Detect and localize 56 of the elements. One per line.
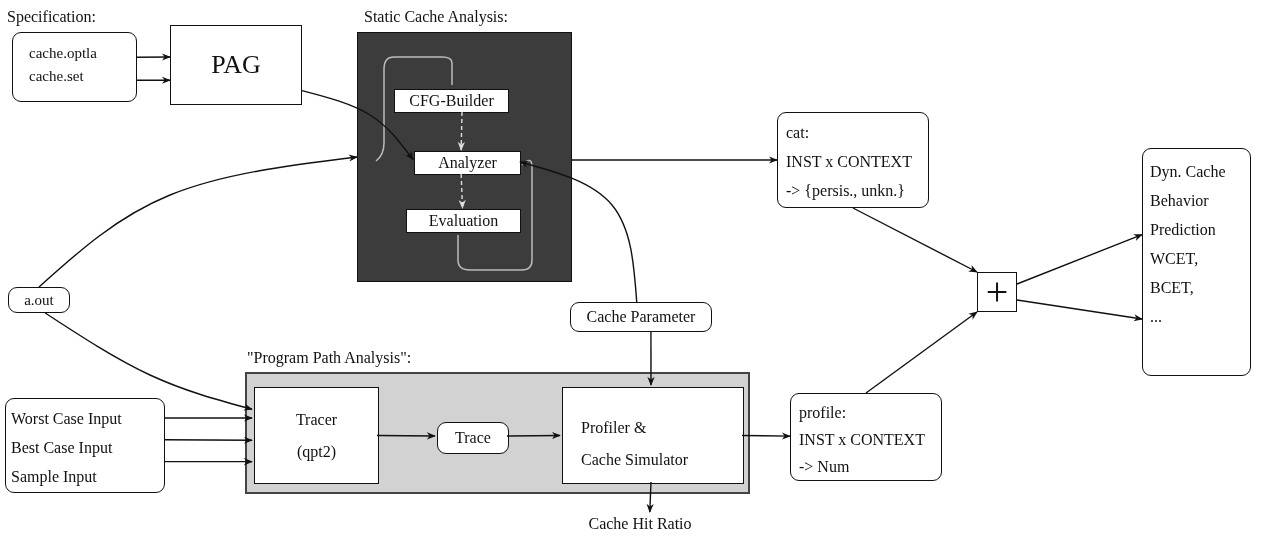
arrow: [519, 160, 638, 303]
arrow: [301, 89, 414, 161]
node-text: PAG: [210, 49, 262, 81]
file-box: [8, 287, 70, 313]
node-text: Dyn. Cache Behavior Prediction: [1150, 162, 1227, 240]
arrow: [865, 311, 978, 394]
group-heading: "Program Path Analysis":: [247, 348, 412, 368]
result-box: [777, 112, 929, 208]
node-text: cache.optla: [29, 44, 98, 63]
group-heading: Static Cache Analysis:: [364, 7, 508, 27]
arrow: [506, 431, 561, 440]
arrow: [44, 312, 253, 411]
arrow: [136, 76, 171, 84]
node-text: a.out: [23, 291, 55, 310]
process-box: [562, 387, 744, 484]
arrow: [457, 111, 465, 151]
arrow: [1016, 299, 1143, 322]
node-text: WCET,: [1150, 249, 1200, 269]
process-box: [170, 25, 302, 105]
combine-box: [977, 272, 1017, 312]
node-text: Worst Case Input: [11, 409, 123, 430]
node-text: BCET,: [1150, 278, 1195, 298]
node-text: Cache Parameter: [585, 307, 697, 327]
node-text: Trace: [454, 428, 492, 448]
process-box: [254, 387, 379, 484]
arrow: [164, 436, 253, 444]
arrow: [164, 414, 253, 422]
arrow: [852, 207, 978, 273]
node-text: Sample Input: [11, 467, 98, 488]
arrow: [458, 173, 466, 209]
group-heading: Specification:: [7, 7, 96, 27]
input-list-box: [5, 398, 165, 493]
plus-sign: +: [984, 274, 1010, 310]
node-text: INST x CONTEXT: [799, 430, 926, 450]
node-text: INST x CONTEXT: [786, 152, 913, 172]
arrow: [38, 154, 358, 288]
node-text: -> Num: [799, 457, 851, 477]
node-text: profile:: [799, 403, 848, 424]
node-text: ...: [1150, 307, 1163, 327]
arrow: [376, 432, 436, 440]
data-box: [437, 422, 509, 454]
arrow: [571, 156, 778, 164]
result-box: [1142, 148, 1251, 376]
arrow: [646, 481, 654, 513]
node-text: -> {persis., unkn.}: [786, 181, 907, 202]
node-text: Cache Hit Ratio: [587, 514, 693, 534]
arrow: [164, 458, 253, 466]
parameter-box: [570, 302, 712, 332]
arrow: [741, 432, 791, 440]
arrow: [136, 53, 171, 61]
node-text: Best Case Input: [11, 438, 114, 459]
arrow: [647, 331, 655, 386]
node-text: cat:: [786, 123, 811, 143]
arrow: [1016, 233, 1143, 285]
result-box: [790, 393, 942, 481]
node-text: cache.set: [29, 67, 85, 86]
